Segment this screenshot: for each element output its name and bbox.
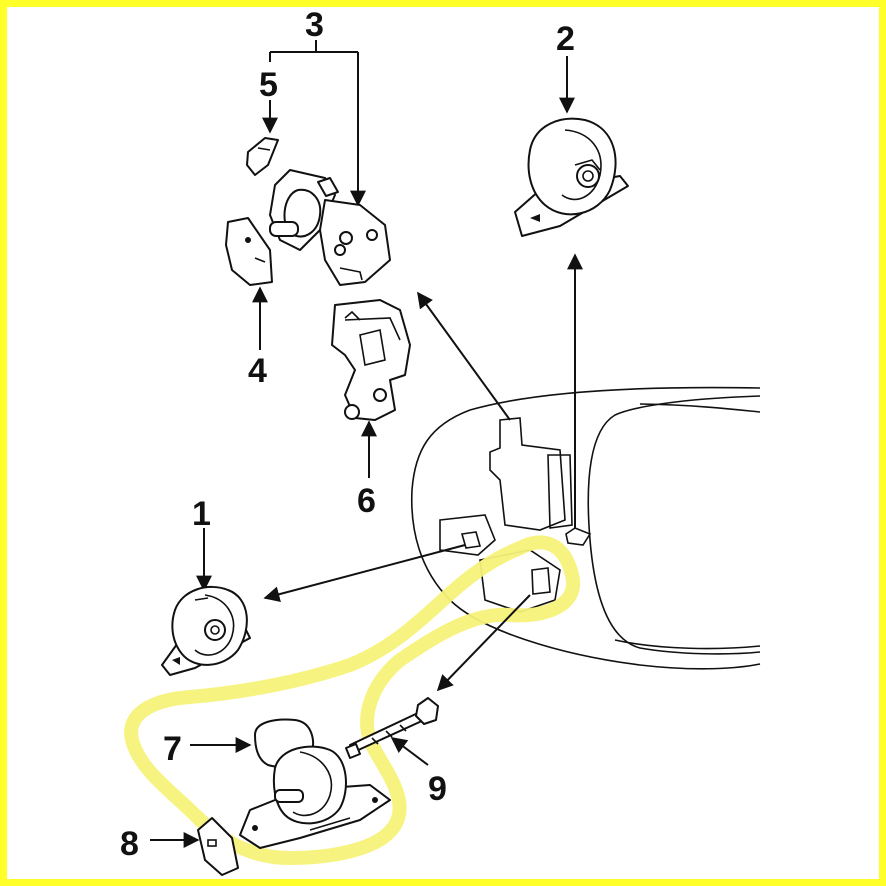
part-7-lower-mount bbox=[239, 718, 391, 849]
part-4-plate bbox=[225, 217, 273, 286]
part-6-bracket bbox=[331, 299, 411, 421]
part-3-mount-assembly bbox=[269, 169, 391, 286]
part-9-bolt bbox=[345, 697, 439, 759]
callout-7: 7 bbox=[163, 730, 182, 768]
diagram-frame bbox=[7, 7, 879, 879]
part-2-engine-mount bbox=[514, 117, 629, 237]
callout-1: 1 bbox=[192, 495, 211, 533]
part-5-clip bbox=[246, 137, 279, 176]
callout-8: 8 bbox=[120, 825, 139, 863]
callout-5: 5 bbox=[259, 66, 278, 104]
callout-labels: 3 5 2 4 6 1 7 8 9 bbox=[120, 6, 575, 863]
part-1-engine-mount bbox=[161, 585, 251, 676]
callout-4: 4 bbox=[248, 352, 267, 390]
part-8-plate bbox=[197, 817, 239, 876]
callout-9: 9 bbox=[428, 770, 447, 808]
leader-lines bbox=[150, 40, 583, 848]
callout-3: 3 bbox=[305, 6, 324, 44]
callout-6: 6 bbox=[357, 482, 376, 520]
callout-2: 2 bbox=[556, 20, 575, 58]
